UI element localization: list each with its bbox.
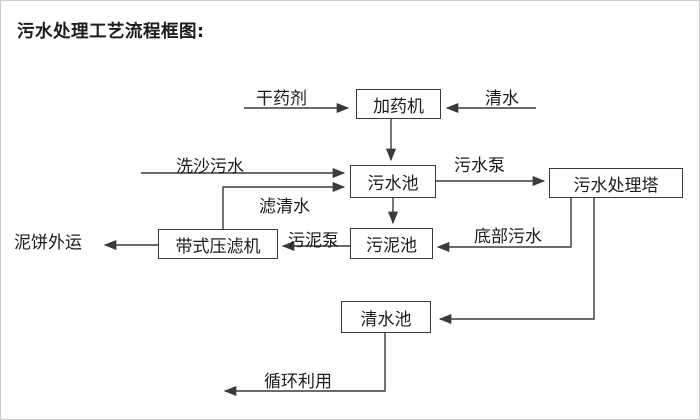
node-clean-water-pool-label: 清水池 xyxy=(360,309,412,330)
node-doser: 加药机 xyxy=(356,89,441,119)
edge-label-sludge-pump: 污泥泵 xyxy=(288,231,339,251)
node-treatment-tower-label: 污水处理塔 xyxy=(573,175,659,196)
node-clean-water-pool: 清水池 xyxy=(341,301,431,333)
node-belt-filter-press-label: 带式压滤机 xyxy=(175,236,261,257)
node-treatment-tower: 污水处理塔 xyxy=(549,168,683,198)
edge-tower-bottom-sewage-to-sludge-pool xyxy=(436,198,572,253)
edge-label-clean-water: 清水 xyxy=(485,89,519,109)
page-title: 污水处理工艺流程框图: xyxy=(17,22,205,42)
node-doser-label: 加药机 xyxy=(373,96,424,117)
edge-label-bottom-sewage: 底部污水 xyxy=(474,227,542,247)
node-sewage-pool-label: 污水池 xyxy=(367,174,419,194)
edge-label-dry-chemical: 干药剂 xyxy=(256,89,307,109)
node-belt-filter-press: 带式压滤机 xyxy=(158,229,278,259)
node-sludge-pool-label: 污泥池 xyxy=(366,236,417,256)
node-sewage-pool: 污水池 xyxy=(350,165,436,198)
edge-filtered-water-to-sewage-pool xyxy=(222,181,346,229)
node-sludge-pool: 污泥池 xyxy=(350,228,433,259)
edge-label-sewage-pump: 污水泵 xyxy=(454,156,505,176)
edge-label-recycle-reuse: 循环利用 xyxy=(264,372,332,392)
edge-tower-to-clean-water-pool xyxy=(438,198,595,325)
edge-label-filtered-clean-water: 滤清水 xyxy=(259,197,310,217)
edge-clean-water-pool-to-recycle xyxy=(223,333,386,397)
edge-label-sand-washing-sewage: 洗沙污水 xyxy=(176,157,244,177)
edge-label-mud-cake-out: 泥饼外运 xyxy=(14,233,82,253)
